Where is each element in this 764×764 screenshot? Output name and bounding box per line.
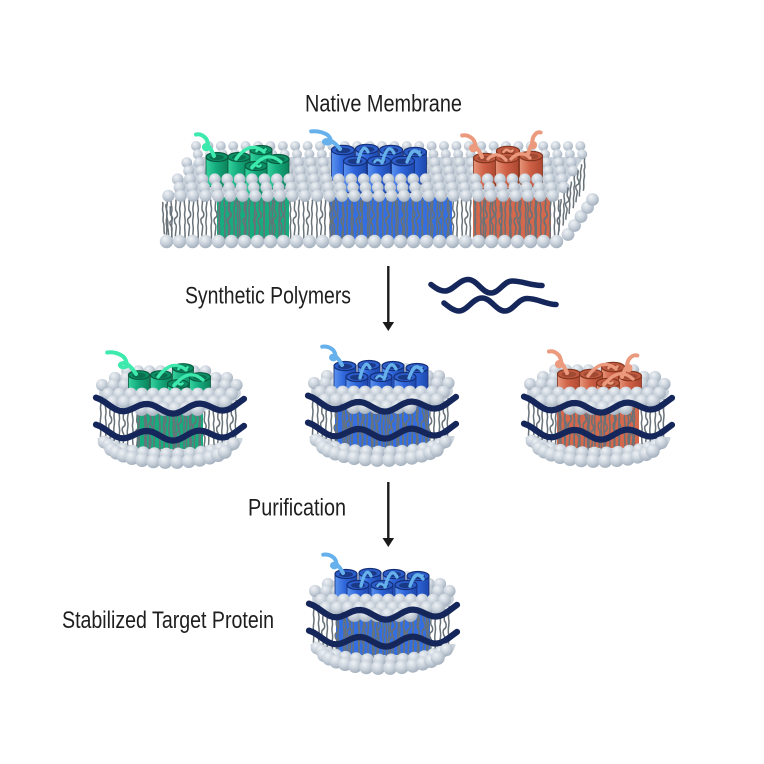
svg-text:Synthetic Polymers: Synthetic Polymers — [185, 283, 351, 310]
svg-text:Stabilized Target Protein: Stabilized Target Protein — [62, 607, 274, 634]
svg-text:Native Membrane: Native Membrane — [305, 91, 462, 118]
svg-text:Purification: Purification — [248, 495, 346, 522]
